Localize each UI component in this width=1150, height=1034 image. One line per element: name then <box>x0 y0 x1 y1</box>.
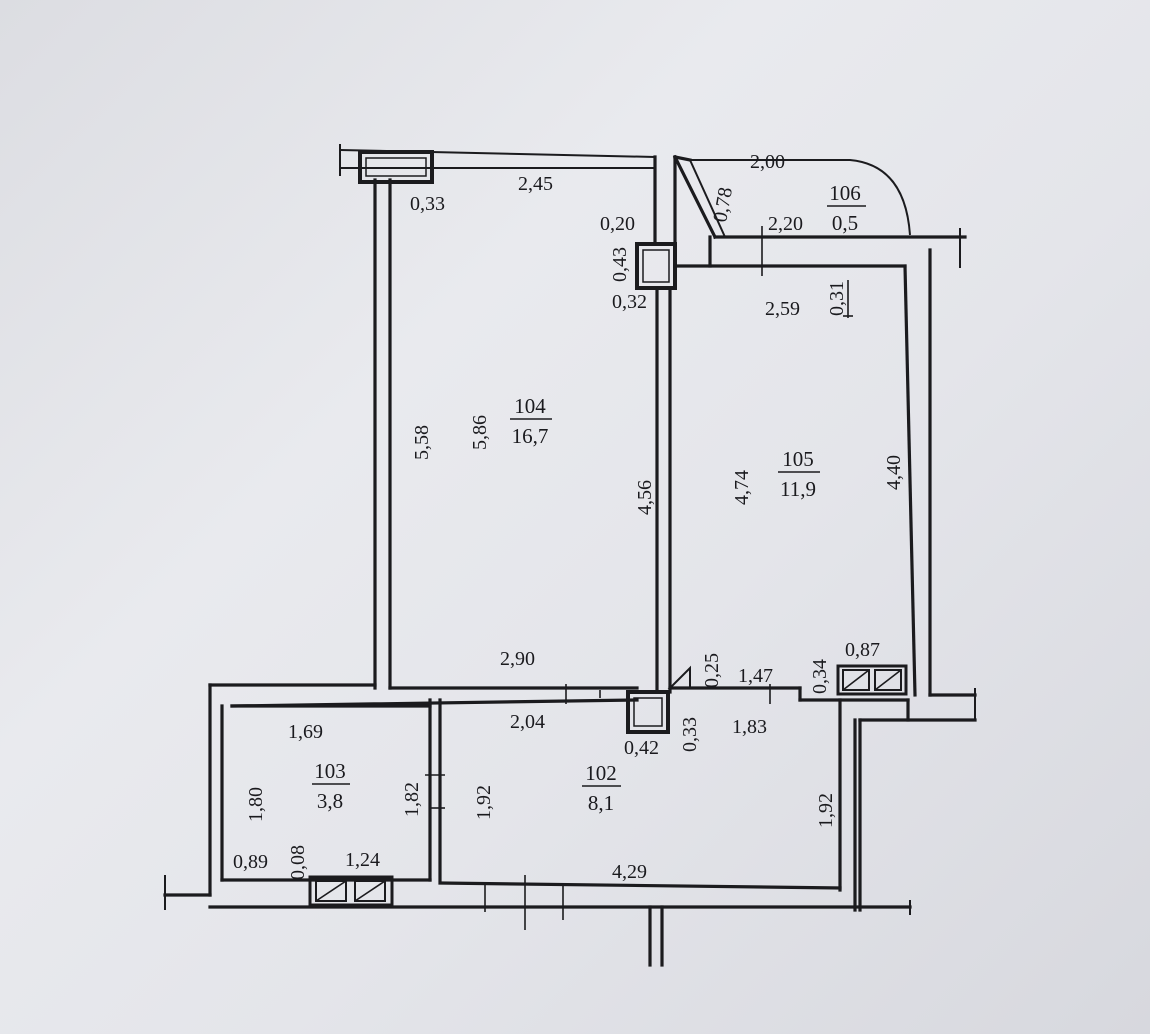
dim-0-25: 0,25 <box>701 653 723 688</box>
dim-0-31: 0,31 <box>826 281 848 316</box>
room-106-label: 106 0,5 <box>827 181 866 235</box>
room-number: 104 <box>514 394 546 418</box>
room-number: 102 <box>585 761 617 785</box>
dim-2-20: 2,20 <box>768 213 803 235</box>
dim-1-47: 1,47 <box>738 665 773 687</box>
dim-0-33-top: 0,33 <box>410 193 445 215</box>
dim-1-83: 1,83 <box>732 716 767 738</box>
room-number: 106 <box>829 181 861 205</box>
dimension-ticks <box>425 226 853 809</box>
room-102-label: 102 8,1 <box>582 761 621 815</box>
dim-0-78: 0,78 <box>709 186 737 224</box>
dim-4-29: 4,29 <box>612 861 647 883</box>
dim-2-90: 2,90 <box>500 648 535 670</box>
dim-4-40: 4,40 <box>883 455 905 490</box>
dim-0-32: 0,32 <box>612 291 647 313</box>
dim-4-56: 4,56 <box>634 480 656 515</box>
dim-0-43: 0,43 <box>609 247 631 282</box>
room-number: 105 <box>782 447 814 471</box>
dim-0-87: 0,87 <box>845 639 880 661</box>
room-number: 103 <box>314 759 346 783</box>
room-103-label: 103 3,8 <box>312 759 350 813</box>
dim-2-00: 2,00 <box>750 151 785 173</box>
dim-2-45: 2,45 <box>518 173 553 195</box>
dim-1-92-left: 1,92 <box>473 785 495 820</box>
room-area: 8,1 <box>588 791 614 815</box>
dim-2-59: 2,59 <box>765 298 800 320</box>
room-area: 11,9 <box>780 477 816 501</box>
dim-0-08: 0,08 <box>287 845 309 880</box>
dim-0-20: 0,20 <box>600 213 635 235</box>
dim-5-86: 5,86 <box>469 415 491 450</box>
room-area: 0,5 <box>832 211 858 235</box>
dim-2-04: 2,04 <box>510 711 545 733</box>
dim-1-24: 1,24 <box>345 849 380 871</box>
dim-5-58: 5,58 <box>411 425 433 460</box>
dim-0-89: 0,89 <box>233 851 268 873</box>
dim-0-33-mid: 0,33 <box>679 717 701 752</box>
dim-1-80: 1,80 <box>245 787 267 822</box>
room-area: 16,7 <box>512 424 549 448</box>
ventilation-shaft-left <box>308 875 394 907</box>
dim-1-82: 1,82 <box>401 782 423 817</box>
room-area: 3,8 <box>317 789 343 813</box>
ventilation-shaft-right <box>836 664 908 696</box>
walls <box>163 144 977 967</box>
room-105-label: 105 11,9 <box>778 447 820 501</box>
dim-0-42: 0,42 <box>624 737 659 759</box>
dim-1-69: 1,69 <box>288 721 323 743</box>
dim-4-74: 4,74 <box>731 470 753 505</box>
dim-0-34: 0,34 <box>809 659 831 694</box>
dimension-labels: 2,45 0,33 2,00 0,20 2,20 0,32 2,59 2,90 … <box>233 151 905 883</box>
room-104-label: 104 16,7 <box>510 394 552 448</box>
dim-1-92-right: 1,92 <box>815 793 837 828</box>
